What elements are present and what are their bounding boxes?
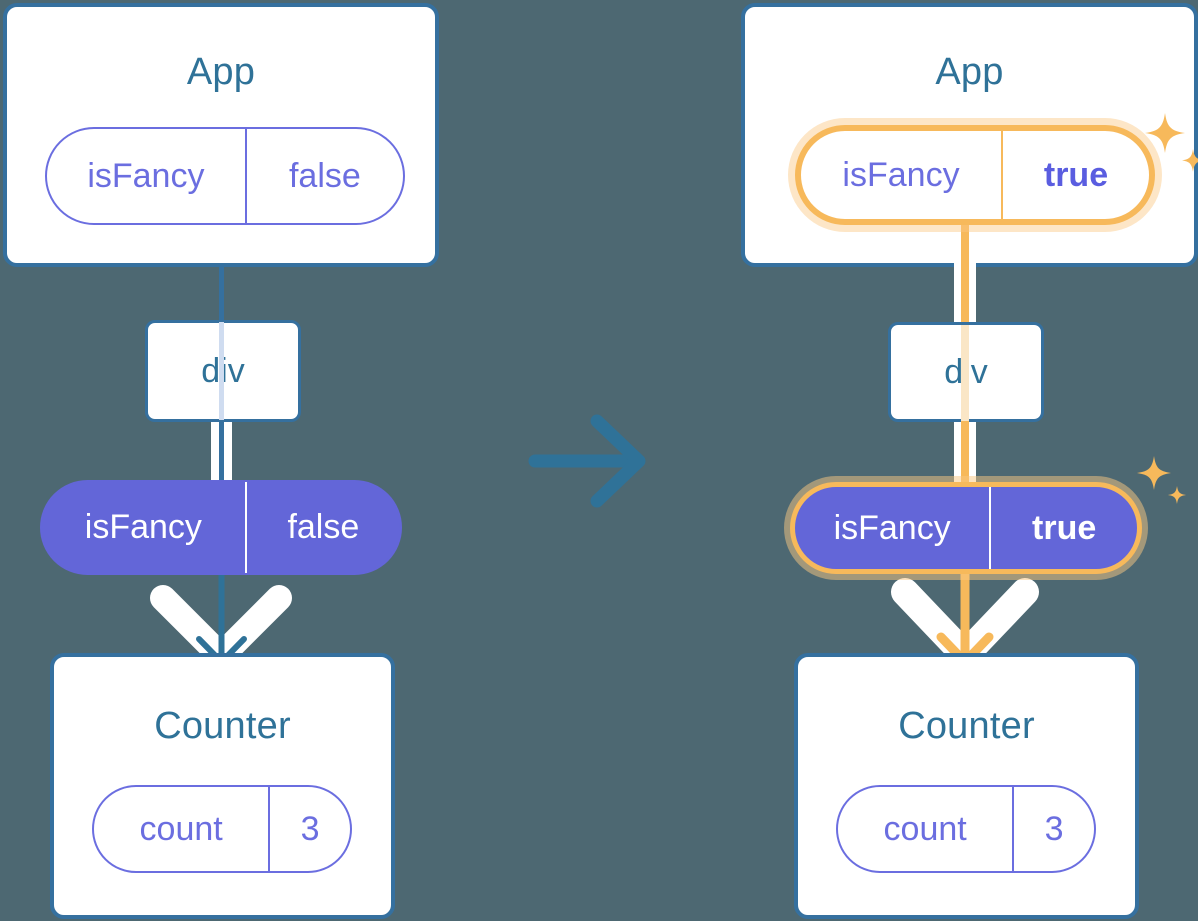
right-app-title: App (935, 51, 1004, 93)
sparkle-small-icon (1168, 486, 1186, 504)
right-app-card: App isFancy true (741, 3, 1198, 267)
left-div-inner-line (219, 322, 224, 420)
left-app-card: App isFancy false (3, 3, 439, 267)
right-arrow-icon (528, 414, 646, 508)
left-connector-div-to-pill-core (219, 420, 224, 482)
right-div-inner-line (961, 325, 969, 421)
right-thin-amber-arrow (936, 572, 994, 667)
right-prop-pill: isFancy true (790, 482, 1142, 574)
left-counter-state-value: 3 (268, 787, 350, 871)
left-counter-state-pill: count 3 (92, 785, 352, 873)
right-connector-div-to-pill-core (961, 420, 969, 482)
sparkle-large-icon (1145, 113, 1185, 153)
left-counter-title: Counter (154, 705, 291, 747)
right-counter-state-value: 3 (1012, 787, 1094, 871)
right-app-sparkles (1145, 113, 1198, 172)
left-app-state-pill: isFancy false (45, 127, 405, 225)
right-counter-state-key: count (883, 809, 967, 848)
right-counter-card: Counter count 3 (794, 653, 1139, 919)
sparkle-large-icon (1137, 456, 1171, 490)
left-prop-pill-key: isFancy (84, 508, 202, 546)
left-prop-pill: isFancy false (40, 480, 402, 575)
right-prop-sparkles (1137, 456, 1186, 504)
right-app-state-key: isFancy (842, 155, 960, 194)
right-prop-pill-key: isFancy (833, 508, 951, 547)
right-app-state-pill: isFancy true (795, 125, 1155, 225)
left-counter-card: Counter count 3 (50, 653, 395, 919)
right-app-state-value: true (1001, 131, 1149, 219)
left-app-state-key: isFancy (87, 156, 205, 195)
right-counter-state-pill: count 3 (836, 785, 1096, 873)
right-connector-app-to-div-core (961, 200, 969, 325)
left-app-title: App (186, 51, 256, 93)
left-connector-app-to-div (219, 267, 224, 323)
right-counter-title: Counter (898, 705, 1035, 747)
left-app-state-value: false (244, 129, 403, 223)
left-counter-state-key: count (139, 809, 223, 848)
right-prop-pill-value: true (989, 487, 1137, 569)
sparkle-small-icon (1182, 149, 1198, 172)
left-prop-pill-value: false (244, 482, 400, 573)
